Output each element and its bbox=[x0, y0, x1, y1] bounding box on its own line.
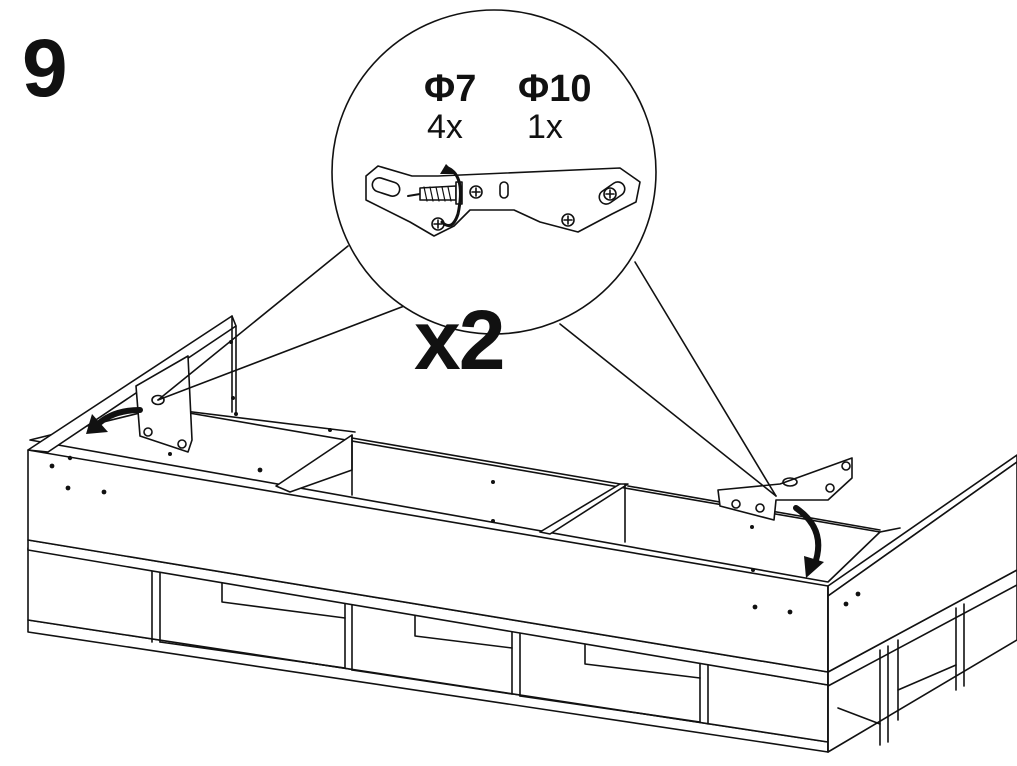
bed-frame-drawing bbox=[27, 315, 1017, 753]
right-bracket-icon bbox=[717, 457, 853, 521]
repeat-multiplier: x2 bbox=[414, 293, 505, 387]
storage-cubbies bbox=[151, 569, 709, 725]
step-number: 9 bbox=[22, 23, 68, 114]
rotation-arrow-icon bbox=[440, 164, 462, 228]
left-bracket-icon bbox=[135, 355, 193, 453]
corner-bracket-icon bbox=[365, 165, 641, 237]
magnified-detail-circle bbox=[157, 9, 777, 497]
part-qty-phi10: 1x bbox=[527, 108, 563, 146]
curved-arrow-left-icon bbox=[86, 407, 143, 434]
part-spec-phi10: Φ10 bbox=[518, 68, 592, 110]
divider-right bbox=[539, 483, 629, 535]
part-qty-phi7: 4x bbox=[427, 108, 463, 146]
part-spec-phi7: Φ7 bbox=[424, 68, 477, 110]
curved-arrow-right-icon bbox=[793, 505, 824, 578]
pre-drilled-holes bbox=[49, 340, 861, 615]
